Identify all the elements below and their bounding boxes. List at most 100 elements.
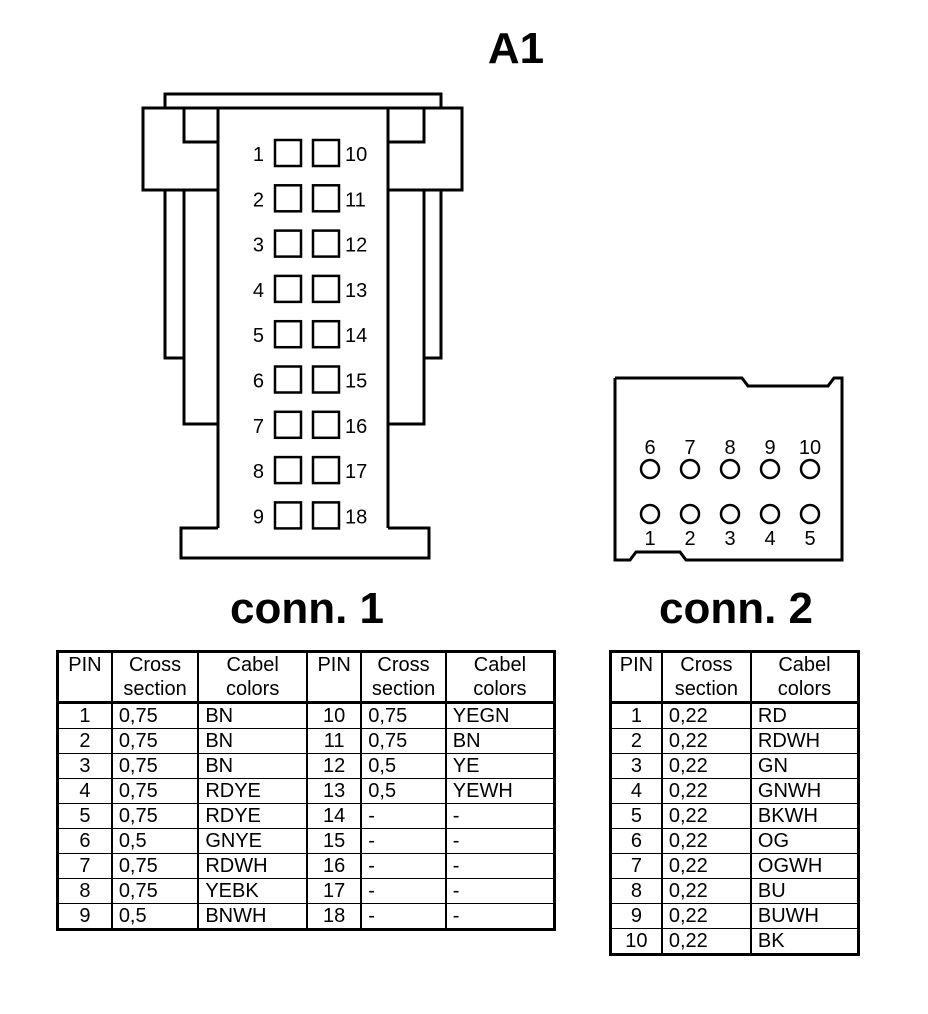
cross-section-cell: 0,22: [660, 778, 752, 804]
cable-color-cell: -: [444, 853, 556, 879]
pin-label: 9: [253, 506, 264, 528]
pin-socket: [311, 455, 341, 485]
cross-section-cell: 0,75: [360, 728, 447, 754]
pin-socket: [273, 138, 303, 168]
pin-label: 4: [253, 280, 264, 302]
pin-cell: 1: [56, 702, 113, 729]
cross-section-cell: 0,75: [110, 753, 200, 779]
cable-color-cell: -: [444, 828, 556, 854]
pin-socket: [273, 229, 303, 258]
pin-cell: 14: [305, 803, 363, 829]
pin-label: 3: [724, 528, 735, 550]
cable-color-cell: GNWH: [749, 778, 860, 804]
pin-label: 4: [764, 528, 775, 550]
pin-label: 10: [345, 144, 367, 166]
pin-cell: 6: [609, 828, 663, 854]
header-pin: PIN: [56, 651, 113, 704]
pin-cell: 10: [305, 702, 363, 729]
pin-cell: 7: [609, 853, 663, 879]
pin-cell: 18: [305, 903, 363, 930]
cable-color-cell: -: [444, 878, 556, 904]
pin-cell: 7: [56, 853, 113, 879]
cross-section-cell: 0,22: [660, 702, 752, 729]
conn1-title: conn. 1: [229, 584, 385, 633]
cross-section-cell: 0,75: [360, 702, 447, 729]
cross-section-cell: 0,22: [660, 828, 752, 854]
cable-color-cell: BN: [444, 728, 556, 754]
cross-section-cell: 0,75: [110, 728, 200, 754]
pin-cell: 11: [305, 728, 363, 754]
pin-socket: [759, 503, 781, 525]
pin-socket: [273, 274, 303, 304]
pin-cell: 3: [56, 753, 113, 779]
pin-label: 1: [253, 144, 264, 166]
pin-socket: [719, 503, 741, 525]
pin-cell: 16: [305, 853, 363, 879]
pin-cell: 8: [56, 878, 113, 904]
pin-label: 5: [253, 325, 264, 347]
pin-cell: 9: [609, 903, 663, 929]
cable-color-cell: BNWH: [197, 903, 308, 930]
pin-label: 8: [253, 461, 264, 483]
header-pin: PIN: [305, 651, 363, 704]
pin-label: 15: [345, 371, 367, 393]
cross-section-cell: -: [360, 803, 447, 829]
pin-label: 18: [345, 506, 367, 528]
pin-label: 2: [253, 189, 264, 211]
cable-color-cell: RDWH: [197, 853, 308, 879]
conn2-housing: [613, 376, 844, 562]
cable-color-cell: OG: [749, 828, 860, 854]
cross-section-cell: 0,22: [660, 728, 752, 754]
cable-color-cell: BN: [197, 702, 308, 729]
cable-color-cell: BN: [197, 728, 308, 754]
pin-label: 6: [644, 437, 655, 459]
pin-label: 11: [345, 189, 366, 211]
pin-label: 16: [345, 416, 367, 438]
pin-socket: [799, 458, 821, 480]
pin-socket: [311, 184, 341, 213]
cable-color-cell: YEWH: [444, 778, 556, 804]
cross-section-cell: 0,22: [660, 928, 752, 955]
cable-color-cell: BUWH: [749, 903, 860, 929]
conn1-housing: [141, 92, 464, 560]
pin-socket: [311, 365, 341, 394]
pin-label: 13: [345, 280, 367, 302]
cross-section-cell: 0,22: [660, 753, 752, 779]
pin-cell: 4: [56, 778, 113, 804]
pin-socket: [311, 274, 341, 304]
pin-label: 1: [644, 528, 655, 550]
pin-socket: [311, 138, 341, 168]
cross-section-cell: 0,22: [660, 803, 752, 829]
cable-color-cell: BU: [749, 878, 860, 904]
pin-cell: 1: [609, 702, 663, 729]
pin-socket: [799, 503, 821, 525]
cross-section-cell: 0,75: [110, 778, 200, 804]
cross-section-cell: 0,5: [360, 778, 447, 804]
cross-section-cell: 0,75: [110, 803, 200, 829]
pin-socket: [311, 319, 341, 349]
pin-cell: 9: [56, 903, 113, 930]
pin-socket: [759, 458, 781, 480]
pin-label: 7: [684, 437, 695, 459]
pin-label: 17: [345, 461, 367, 483]
main-title: A1: [487, 24, 545, 73]
pin-socket: [273, 319, 303, 349]
cross-section-cell: 0,5: [110, 828, 200, 854]
cross-section-cell: 0,75: [110, 702, 200, 729]
pin-label: 14: [345, 325, 367, 347]
